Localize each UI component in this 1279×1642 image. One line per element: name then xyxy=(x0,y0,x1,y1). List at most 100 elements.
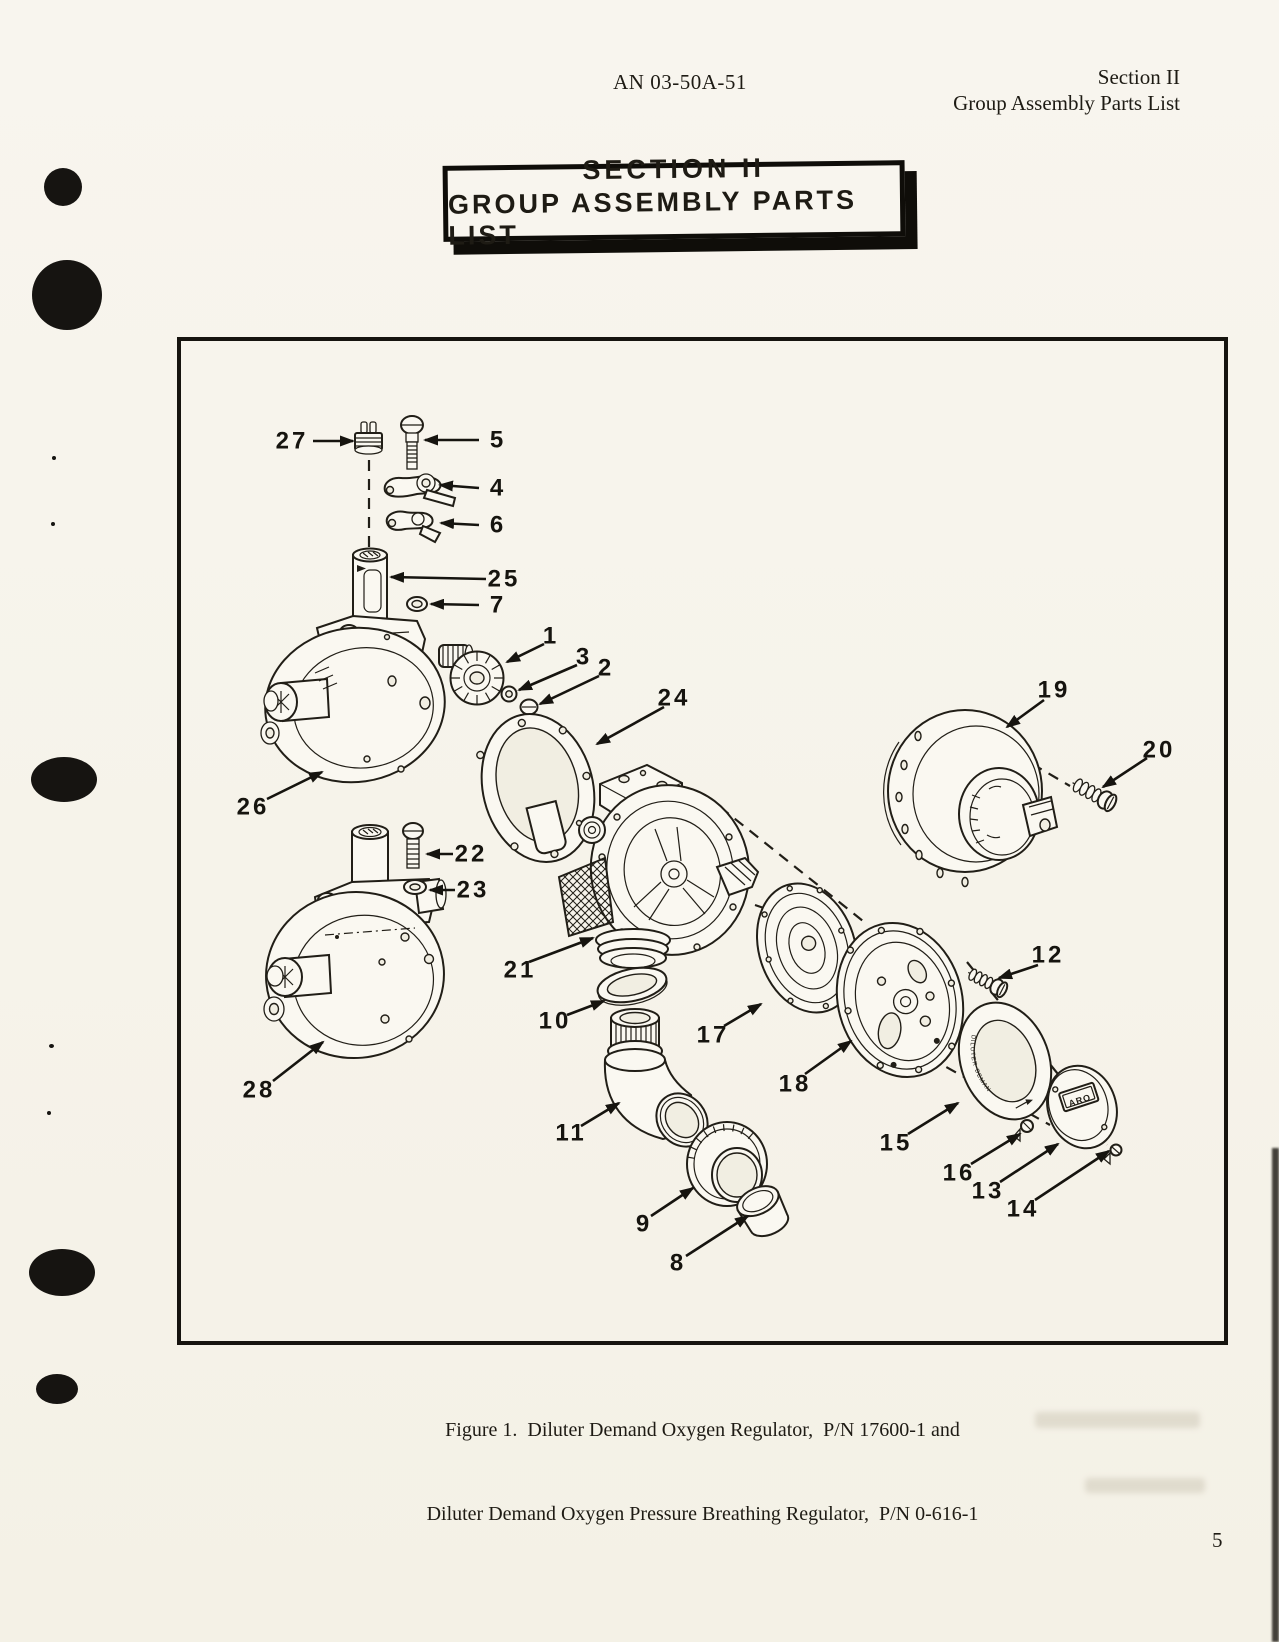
callout-arrow-7 xyxy=(429,598,480,610)
section-title-box: SECTION II GROUP ASSEMBLY PARTS LIST xyxy=(442,152,906,250)
callout-label-10: 10 xyxy=(539,1008,572,1035)
callout-label-16: 16 xyxy=(943,1160,976,1187)
speck xyxy=(51,522,55,526)
part-21-main-body xyxy=(557,763,760,969)
section-title-line1: SECTION II xyxy=(582,152,766,185)
figure-caption: Figure 1. Diluter Demand Oxygen Regulato… xyxy=(177,1360,1228,1584)
header-right: Section II Group Assembly Parts List xyxy=(953,64,1180,116)
part-6-lever xyxy=(385,510,442,544)
callout-label-22: 22 xyxy=(455,841,488,868)
callout-label-9: 9 xyxy=(636,1211,652,1238)
section-label: Section II xyxy=(1097,65,1180,89)
speck xyxy=(47,1111,51,1115)
bleed-through-smudge xyxy=(1085,1478,1205,1493)
callout-label-21: 21 xyxy=(504,957,537,984)
callout-label-28: 28 xyxy=(243,1077,276,1104)
binding-dot xyxy=(32,260,102,330)
speck xyxy=(52,456,56,460)
callout-arrow-17 xyxy=(723,1002,763,1028)
callout-arrow-10 xyxy=(566,999,606,1017)
part-22-screw xyxy=(402,822,424,869)
callout-label-7: 7 xyxy=(490,592,506,619)
page-number: 5 xyxy=(1212,1528,1223,1552)
part-19-cover-assembly xyxy=(883,709,1059,888)
part-12-screw xyxy=(968,968,1009,999)
section-subtitle: Group Assembly Parts List xyxy=(953,91,1180,115)
section-title-line2: GROUP ASSEMBLY PARTS LIST xyxy=(447,184,858,251)
part-18-spider-plate xyxy=(835,921,965,1079)
figure-caption-line1: Figure 1. Diluter Demand Oxygen Regulato… xyxy=(445,1419,960,1441)
binding-dot xyxy=(36,1374,78,1404)
callout-arrow-24 xyxy=(595,705,665,746)
exploded-parts-diagram: DILUTER DEMAND OXYGEN REGULATOR ARO xyxy=(0,383,1176,1368)
part-8-cap xyxy=(736,1185,790,1238)
callout-label-5: 5 xyxy=(490,427,506,454)
callout-arrow-20 xyxy=(1101,756,1148,789)
callout-arrow-19 xyxy=(1005,698,1045,729)
pressure-port-cap xyxy=(575,816,606,844)
callout-arrow-8 xyxy=(685,1214,750,1258)
callout-label-12: 12 xyxy=(1032,942,1065,969)
callout-label-6: 6 xyxy=(490,512,506,539)
figure-frame: DILUTER DEMAND OXYGEN REGULATOR ARO xyxy=(0,337,1228,1368)
callout-arrow-13 xyxy=(999,1142,1060,1184)
callout-arrow-14 xyxy=(1034,1149,1111,1202)
callout-label-24: 24 xyxy=(658,685,691,712)
callout-label-17: 17 xyxy=(697,1022,730,1049)
callout-arrow-12 xyxy=(997,963,1039,980)
bleed-through-smudge xyxy=(1035,1412,1200,1428)
part-1-knurled-knob xyxy=(449,650,505,706)
callout-arrow-26 xyxy=(266,770,324,801)
callout-label-26: 26 xyxy=(237,794,270,821)
callout-arrow-3 xyxy=(517,663,578,692)
part-5-screw xyxy=(400,415,424,470)
scan-page-edge xyxy=(1272,1148,1279,1642)
part-10-ring xyxy=(596,966,668,1006)
callout-label-14: 14 xyxy=(1007,1196,1040,1223)
part-4-lever xyxy=(383,473,457,508)
figure-caption-line2: Diluter Demand Oxygen Pressure Breathing… xyxy=(426,1503,979,1525)
callout-label-15: 15 xyxy=(880,1130,913,1157)
callout-label-19: 19 xyxy=(1038,677,1071,704)
callout-label-18: 18 xyxy=(779,1071,812,1098)
callout-label-1: 1 xyxy=(543,623,559,650)
callout-arrow-28 xyxy=(272,1040,325,1083)
callout-arrow-6 xyxy=(439,518,480,530)
callout-arrow-16 xyxy=(970,1132,1022,1166)
binding-dot xyxy=(31,757,97,802)
binding-dot xyxy=(44,168,82,206)
part-9-knurled-ring-nut xyxy=(686,1121,768,1207)
callout-label-2: 2 xyxy=(598,655,614,682)
part-13-aro-cover-plate: ARO xyxy=(1046,1064,1118,1150)
callout-arrow-9 xyxy=(650,1186,695,1218)
callout-label-27: 27 xyxy=(276,428,309,455)
callout-arrow-11 xyxy=(580,1101,621,1128)
part-23-washer xyxy=(403,879,427,895)
callout-label-11: 11 xyxy=(555,1120,586,1147)
callout-label-25: 25 xyxy=(488,566,521,593)
part-26-regulator-body xyxy=(260,547,474,784)
callout-label-23: 23 xyxy=(457,877,490,904)
part-25-valve-tower xyxy=(352,547,388,622)
callout-label-3: 3 xyxy=(576,644,592,671)
part-17-diaphragm xyxy=(756,882,858,1014)
callout-arrow-4 xyxy=(438,480,480,492)
part-28-regulator-body xyxy=(263,824,447,1060)
callout-arrow-25 xyxy=(389,571,487,583)
binding-dot xyxy=(29,1249,95,1296)
callout-arrow-18 xyxy=(804,1039,853,1076)
part-11-elbow-fitting xyxy=(603,1008,709,1148)
data-ring-engraving: DILUTER DEMAND OXYGEN REGULATOR xyxy=(181,383,996,1341)
part-24-gasket xyxy=(476,713,596,863)
part-14-screw xyxy=(1103,1143,1123,1166)
speck xyxy=(49,1044,54,1048)
callout-arrow-15 xyxy=(907,1101,960,1136)
callout-layer: 1234567891011121314151617181920212223242… xyxy=(237,427,1176,1277)
callout-label-13: 13 xyxy=(972,1178,1005,1205)
callout-label-20: 20 xyxy=(1143,737,1176,764)
callout-arrow-21 xyxy=(528,936,595,964)
part-3-washer xyxy=(500,685,518,703)
callout-label-4: 4 xyxy=(490,475,506,502)
callout-arrow-1 xyxy=(505,642,545,664)
